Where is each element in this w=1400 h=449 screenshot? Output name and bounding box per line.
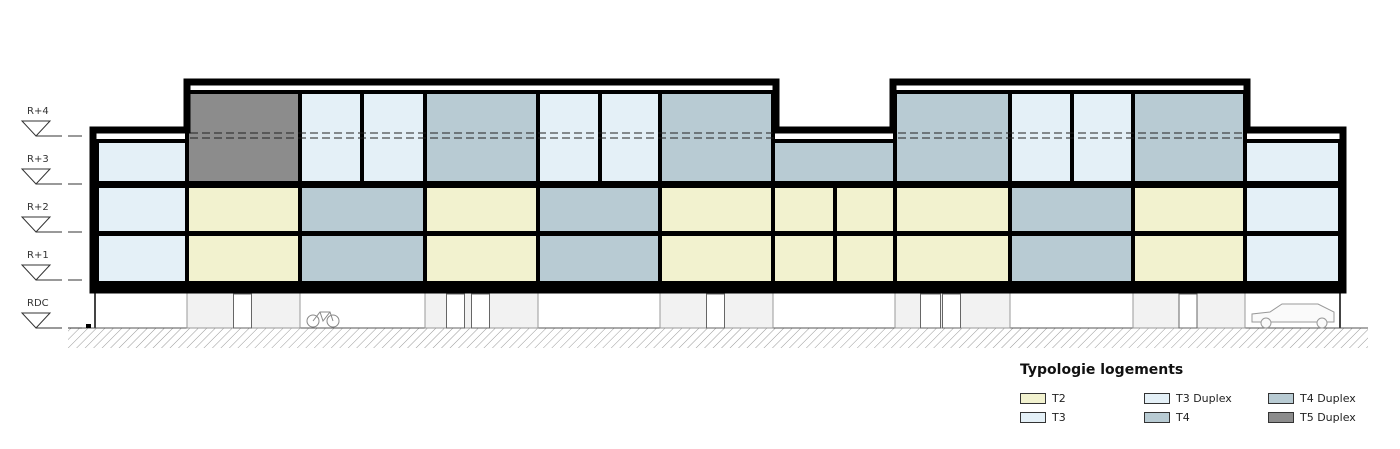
unit-t2 xyxy=(423,184,540,235)
unit-t2 xyxy=(658,184,775,235)
legend-swatch xyxy=(1268,412,1294,423)
unit-t4 xyxy=(1008,232,1135,285)
unit-t2 xyxy=(771,232,837,285)
door xyxy=(446,293,465,329)
unit-t2 xyxy=(423,232,540,285)
bicycle-icon xyxy=(306,311,340,328)
legend-item: T5 Duplex xyxy=(1268,411,1380,424)
legend-label: T2 xyxy=(1052,392,1066,405)
level-label: R+2 xyxy=(27,202,49,213)
door xyxy=(920,293,941,329)
unit-t2 xyxy=(185,184,302,235)
unit-t4 xyxy=(1008,184,1135,235)
legend-item: T4 Duplex xyxy=(1268,392,1380,405)
level-marker-r3: R+3 xyxy=(20,154,82,185)
unit-t3 xyxy=(1243,232,1342,285)
unit-t2 xyxy=(893,232,1012,285)
legend-item: T3 Duplex xyxy=(1144,392,1268,405)
unit-t3 xyxy=(95,184,189,235)
legend-label: T3 Duplex xyxy=(1176,392,1232,405)
unit-t2 xyxy=(771,184,837,235)
ground-hatch xyxy=(68,327,1368,348)
level-label: R+3 xyxy=(27,154,49,165)
level-marker-r2: R+2 xyxy=(20,202,82,233)
legend-swatch xyxy=(1020,393,1046,404)
dwelling-units xyxy=(95,90,1342,285)
legend-item: T4 xyxy=(1144,411,1268,424)
level-marker-r1: R+1 xyxy=(20,250,82,281)
ground-floor xyxy=(86,290,1341,329)
unit-t4 xyxy=(536,232,662,285)
unit-t2 xyxy=(658,232,775,285)
level-label: RDC xyxy=(27,298,49,309)
legend: Typologie logements T2 T3 Duplex T4 Duplex… xyxy=(1020,362,1380,424)
unit-t4 xyxy=(771,139,897,185)
door xyxy=(706,293,725,329)
legend-label: T4 xyxy=(1176,411,1190,424)
door xyxy=(471,293,490,329)
legend-label: T5 Duplex xyxy=(1300,411,1356,424)
legend-swatch xyxy=(1144,393,1170,404)
unit-t4 xyxy=(536,184,662,235)
unit-t3 xyxy=(1243,184,1342,235)
level-marker-r4: R+4 xyxy=(20,106,82,137)
unit-t3 xyxy=(95,232,189,285)
level-label: R+4 xyxy=(27,106,49,117)
legend-label: T3 xyxy=(1052,411,1066,424)
unit-t4 xyxy=(298,232,427,285)
door xyxy=(1178,293,1198,329)
unit-t2 xyxy=(893,184,1012,235)
unit-t4 xyxy=(298,184,427,235)
legend-swatch xyxy=(1144,412,1170,423)
level-label: R+1 xyxy=(27,250,49,261)
unit-t2 xyxy=(833,184,897,235)
unit-t2 xyxy=(1131,232,1247,285)
car-icon xyxy=(1251,303,1335,329)
legend-label: T4 Duplex xyxy=(1300,392,1356,405)
legend-swatch xyxy=(1268,393,1294,404)
unit-t3 xyxy=(1243,139,1342,185)
unit-t2 xyxy=(185,232,302,285)
unit-t2 xyxy=(1131,184,1247,235)
legend-item: T3 xyxy=(1020,411,1144,424)
legend-item: T2 xyxy=(1020,392,1144,405)
unit-t3 xyxy=(95,139,189,185)
structure xyxy=(89,78,1347,294)
legend-title: Typologie logements xyxy=(1020,362,1184,378)
legend-swatch xyxy=(1020,412,1046,423)
level-marker-rdc: RDC xyxy=(20,298,82,329)
unit-t2 xyxy=(833,232,897,285)
door xyxy=(233,293,252,329)
door xyxy=(942,293,961,329)
